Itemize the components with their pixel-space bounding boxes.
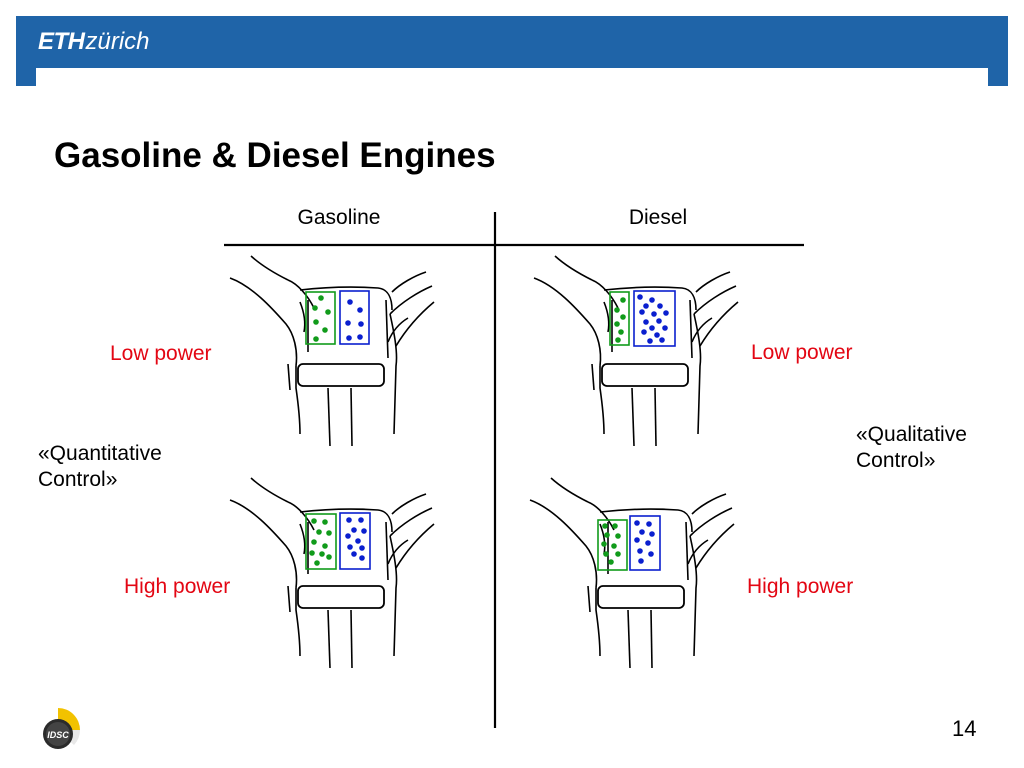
engine-cylinder-icon	[229, 477, 435, 669]
logo-eth-text: ETH	[38, 28, 85, 55]
fuel-dots	[614, 297, 626, 343]
quantitative-control-label: «Quantitative Control»	[38, 441, 162, 493]
fuel-box	[305, 291, 336, 345]
fuel-dots	[309, 518, 332, 566]
label-gasoline-low-power: Low power	[110, 342, 212, 365]
banner-bar	[16, 16, 1008, 68]
slide-title: Gasoline & Diesel Engines	[54, 136, 496, 175]
air-dots	[637, 294, 669, 344]
engine-gasoline-low	[229, 255, 435, 447]
air-box	[339, 512, 371, 570]
fuel-box	[597, 519, 628, 571]
engine-diesel-high	[529, 477, 735, 669]
idsc-logo-text: IDSC	[47, 730, 69, 740]
air-dots	[345, 299, 364, 341]
eth-zurich-logo: ETHzürich	[38, 28, 150, 56]
logo-zurich-text: zürich	[85, 28, 150, 55]
quantitative-line-1: «Quantitative	[38, 442, 162, 465]
idsc-logo: IDSC	[43, 708, 80, 749]
air-box	[629, 515, 661, 571]
fuel-dots	[601, 523, 621, 565]
label-gasoline-high-power: High power	[124, 575, 231, 598]
qualitative-control-label: «Qualitative Control»	[856, 422, 967, 474]
fuel-box	[609, 291, 630, 346]
air-box	[339, 290, 370, 345]
air-dots	[345, 517, 367, 561]
banner-left-tab	[16, 68, 36, 86]
air-box	[633, 290, 676, 347]
engine-cylinder-icon	[229, 255, 435, 447]
engine-gasoline-high	[229, 477, 435, 669]
banner-right-tab	[988, 68, 1008, 86]
engine-cylinder-icon	[533, 255, 739, 447]
qualitative-line-2: Control»	[856, 449, 936, 472]
column-header-gasoline: Gasoline	[297, 206, 381, 229]
air-dots	[634, 520, 655, 564]
column-header-diesel: Diesel	[628, 206, 688, 229]
fuel-dots	[312, 295, 331, 342]
engine-cylinder-icon	[529, 477, 735, 669]
page-number: 14	[952, 716, 977, 741]
header-banner: ETHzürich	[16, 16, 1008, 86]
fuel-box	[305, 513, 337, 570]
quantitative-line-2: Control»	[38, 468, 118, 491]
label-diesel-high-power: High power	[747, 575, 854, 598]
label-diesel-low-power: Low power	[751, 341, 853, 364]
qualitative-line-1: «Qualitative	[856, 423, 967, 446]
engine-diesel-low	[533, 255, 739, 447]
